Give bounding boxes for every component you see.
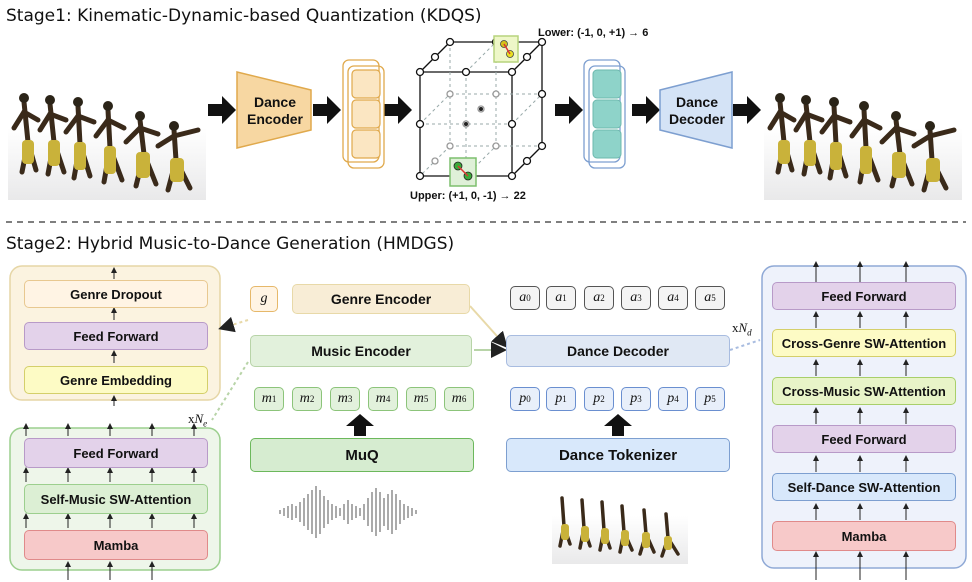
upper-label: Upper: (+1, 0, -1) → 22 — [410, 190, 526, 202]
genre-token: g — [250, 286, 278, 312]
lower-highlight-box — [493, 35, 519, 63]
stage2-title: Stage2: Hybrid Music-to-Dance Generation… — [6, 234, 455, 254]
cross-music-attention-block: Cross-Music SW-Attention — [772, 377, 956, 405]
dancer-sequence-output-image — [764, 80, 962, 200]
cube-vertices — [415, 37, 547, 181]
music-feed-forward-block: Feed Forward — [24, 438, 208, 468]
self-music-attention-block: Self-Music SW-Attention — [24, 484, 208, 514]
dance-encoder-shape — [236, 71, 312, 149]
dance-tokenizer-block: Dance Tokenizer — [506, 438, 730, 472]
arrow-2 — [313, 96, 341, 124]
genre-encoder-block: Genre Encoder — [292, 284, 470, 314]
arrow-6 — [733, 96, 761, 124]
decoder-feed-forward-block: Feed Forward — [772, 425, 956, 453]
nd-repeat-label: xNd — [732, 320, 752, 338]
decoder-feed-forward-top-block: Feed Forward — [772, 282, 956, 310]
latent-stack-teal — [583, 59, 626, 169]
dance-decoder-label: Dance Decoder — [668, 94, 726, 127]
dance-decoder-shape — [659, 71, 733, 149]
arrow-1 — [208, 96, 236, 124]
arrow-5 — [632, 96, 660, 124]
tokenizer-up-arrow — [604, 414, 632, 436]
dancer-sequence-small-image — [552, 484, 688, 564]
arrow-4 — [555, 96, 583, 124]
music-panel-link — [211, 361, 249, 421]
stage1-title: Stage1: Kinematic-Dynamic-based Quantiza… — [6, 6, 482, 26]
genre-feed-forward-block: Feed Forward — [24, 322, 208, 350]
arrow-3 — [384, 96, 412, 124]
muq-block: MuQ — [250, 438, 474, 472]
genre-embedding-block: Genre Embedding — [24, 366, 208, 394]
decoder-mamba-block: Mamba — [772, 521, 956, 551]
decoder-panel-link — [729, 339, 761, 351]
muq-up-arrow — [346, 414, 374, 436]
self-dance-attention-block: Self-Dance SW-Attention — [772, 473, 956, 501]
latent-stack-orange — [342, 59, 385, 169]
genre-to-decoder-line — [469, 305, 508, 348]
cross-genre-attention-block: Cross-Genre SW-Attention — [772, 329, 956, 357]
genre-panel-link — [218, 316, 249, 333]
music-encoder-block: Music Encoder — [250, 335, 472, 367]
music-mamba-block: Mamba — [24, 530, 208, 560]
audio-waveform — [279, 486, 417, 538]
ne-repeat-label: xNe — [188, 411, 208, 429]
genre-dropout-block: Genre Dropout — [24, 280, 208, 308]
lower-label: Lower: (-1, 0, +1) → 6 — [538, 27, 649, 39]
dancer-sequence-input-image — [8, 80, 206, 200]
dance-decoder-block: Dance Decoder — [506, 335, 730, 367]
dance-encoder-label: Dance Encoder — [246, 94, 303, 127]
